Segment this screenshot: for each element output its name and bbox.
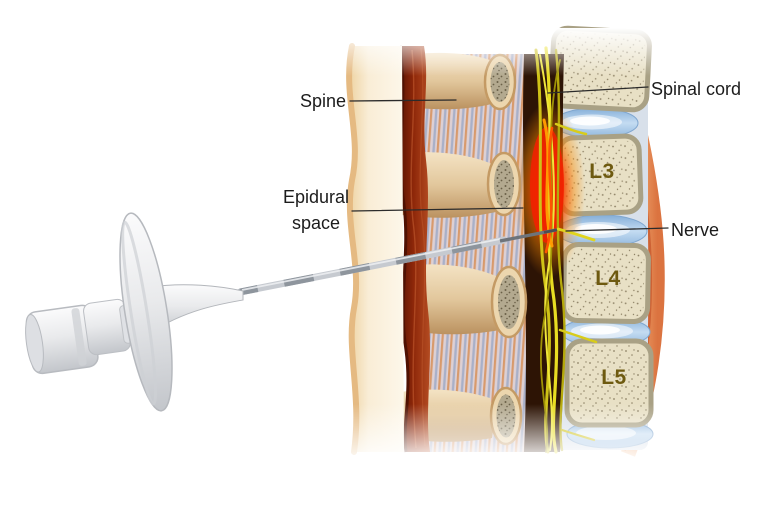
epidural-needle (25, 212, 558, 412)
top-fade (325, 28, 725, 76)
bottom-fade (325, 404, 725, 464)
leader-lines (349, 86, 669, 232)
nerve-root (554, 122, 588, 136)
spine-label: Spine (299, 91, 346, 111)
needle-hub-cone (149, 284, 244, 334)
leader-line-nerve (565, 227, 669, 232)
leader-line-epidural-space (351, 207, 524, 212)
epidural-space-label: Epidural space (282, 187, 350, 234)
needle-wing-disc (119, 212, 173, 412)
vertebra-l4 (561, 242, 651, 324)
skin-layer (346, 43, 404, 455)
vertebra-label-l3: L3 (589, 160, 615, 183)
leader-line-spinal-cord (547, 86, 649, 94)
nerve-label: Nerve (671, 220, 720, 240)
nerve-root (556, 227, 596, 242)
nerve-root (558, 328, 598, 344)
spinal-cord-label: Spinal cord (651, 79, 742, 99)
leader-line-spine (349, 99, 457, 102)
vertebra-label-l4: L4 (595, 267, 621, 290)
vertebra-label-l5: L5 (601, 366, 627, 389)
needle-shaft (236, 228, 558, 296)
